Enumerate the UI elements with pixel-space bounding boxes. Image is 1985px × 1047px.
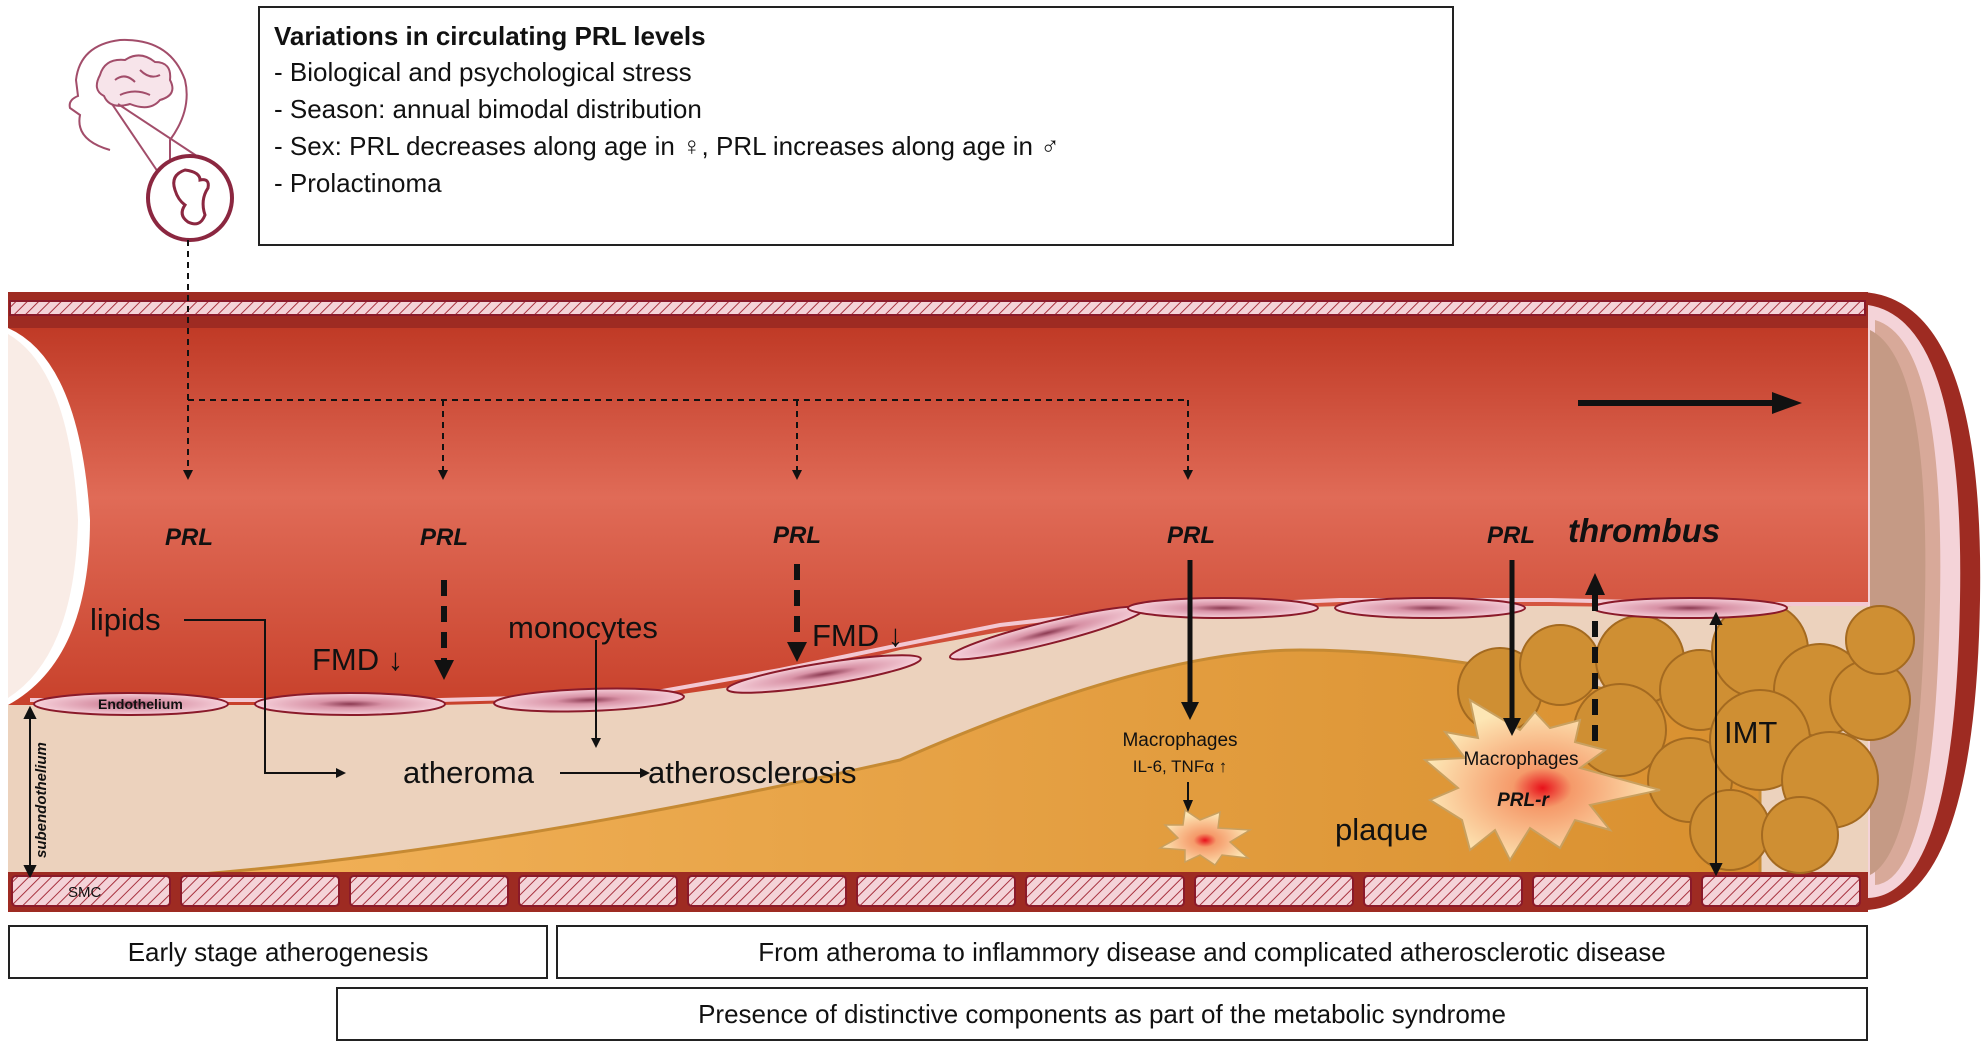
info-box-line: - Biological and psychological stress: [274, 57, 692, 87]
inflammation-burst-small: [1157, 808, 1253, 867]
lipids-label: lipids: [90, 602, 161, 637]
atheroma-label: atheroma: [403, 755, 535, 790]
info-box-line: - Prolactinoma: [274, 168, 442, 198]
progression-box: From atheroma to inflammory disease and …: [556, 925, 1868, 979]
macrophages-label-1: Macrophages: [1122, 730, 1237, 751]
metabolic-syndrome-label: Presence of distinctive components as pa…: [698, 998, 1506, 1029]
thrombus-label: thrombus: [1568, 512, 1720, 549]
endothelium-label: Endothelium: [98, 696, 183, 712]
early-stage-label: Early stage atherogenesis: [127, 936, 429, 967]
pathway-arrows: [184, 619, 642, 774]
fmd-label-1: FMD ↓: [312, 642, 403, 677]
atherosclerosis-label: atherosclerosis: [648, 755, 856, 790]
macrophages-label-2: Macrophages: [1463, 749, 1578, 770]
endothelial-cells: [33, 597, 1788, 716]
prl-label-3: PRL: [773, 522, 821, 549]
vessel-wall-top: [9, 300, 1866, 316]
progression-label: From atheroma to inflammory disease and …: [758, 936, 1666, 967]
prl-label-4: PRL: [1167, 522, 1215, 549]
prl-dashed-pathway: [187, 240, 1189, 472]
vessel-lumen: [8, 328, 1868, 705]
pituitary-icon: [146, 154, 234, 242]
pathway-arrowheads: [336, 738, 650, 778]
smc-label: SMC: [68, 884, 102, 901]
monocytes-label: monocytes: [508, 610, 658, 645]
prl-dashed-arrowheads: [183, 470, 1193, 480]
inflammation-burst-large: [1422, 697, 1661, 863]
info-box-line: - Season: annual bimodal distribution: [274, 94, 702, 124]
info-box-line: - Sex: PRL decreases along age in ♀, PRL…: [274, 131, 1060, 161]
subendothelium-arrow: [23, 705, 37, 879]
prl-effect-arrows: [434, 560, 1605, 812]
cytokines-label: IL-6, TNFα ↑: [1133, 757, 1228, 776]
prl-r-label: PRL-r: [1497, 790, 1550, 811]
fmd-label-2: FMD ↓: [812, 618, 903, 653]
prl-variations-box: Variations in circulating PRL levels - B…: [258, 6, 1454, 246]
prl-label-2: PRL: [420, 524, 468, 551]
blood-flow-arrow: [1578, 392, 1802, 414]
smc-layer: [11, 875, 1861, 907]
metabolic-syndrome-box: Presence of distinctive components as pa…: [336, 987, 1868, 1041]
prl-label-5: PRL: [1487, 522, 1535, 549]
prl-label-1: PRL: [165, 524, 213, 551]
early-stage-box: Early stage atherogenesis: [8, 925, 548, 979]
info-box-title: Variations in circulating PRL levels: [274, 21, 706, 51]
imt-arrow: [1709, 611, 1723, 877]
subendothelium-label: subendothelium: [33, 742, 50, 858]
plaque-label: plaque: [1335, 812, 1428, 847]
imt-label: IMT: [1724, 715, 1777, 750]
